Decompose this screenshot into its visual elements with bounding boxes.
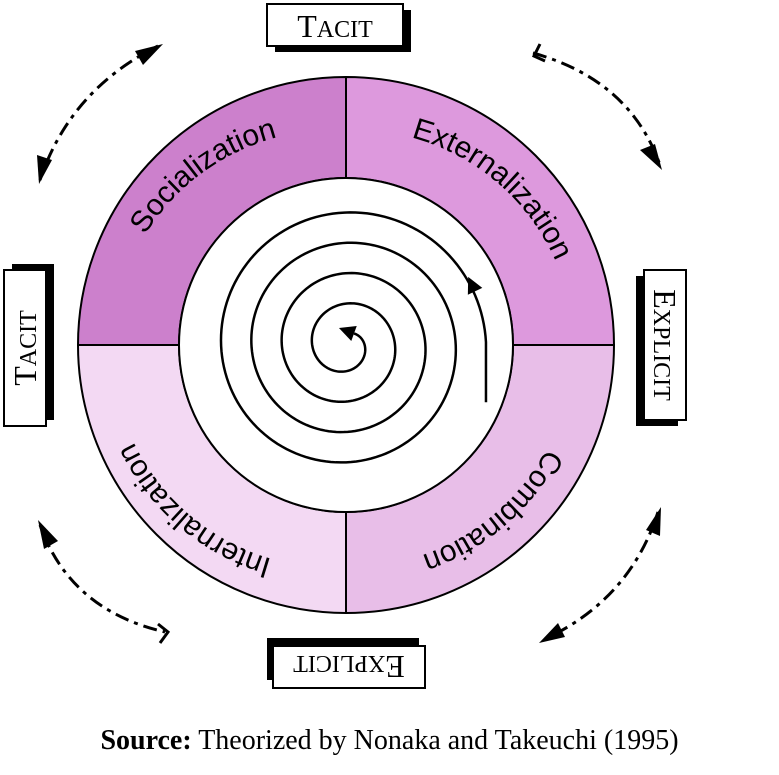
knowledge-spiral xyxy=(219,211,488,464)
spiral-center-arrowhead xyxy=(338,325,357,342)
explicit-box-bottom: EXPLICIT xyxy=(267,638,426,689)
inner-circle xyxy=(178,177,514,513)
dashed-arrow-bottom-right xyxy=(539,507,661,643)
dashed-arrow-top-left xyxy=(37,44,163,184)
tacit-box-left: TACIT xyxy=(3,264,54,427)
tacit-left-label: TACIT xyxy=(7,310,43,386)
dashed-arrow-top-right xyxy=(531,43,662,170)
tacit-top-label: TACIT xyxy=(297,8,373,44)
explicit-right-label: EXPLICIT xyxy=(647,289,683,401)
spiral-outer-arrowhead xyxy=(467,276,483,295)
quadrant-ring xyxy=(76,75,616,615)
source-text: Theorized by Nonaka and Takeuchi (1995) xyxy=(198,725,679,756)
explicit-box-right: EXPLICIT xyxy=(636,269,687,426)
seci-model-diagram: Socialization Externalization Combinatio… xyxy=(3,3,687,689)
dashed-arrow-bottom-left xyxy=(38,520,171,644)
source-caption: Source: Theorized by Nonaka and Takeuchi… xyxy=(0,725,779,757)
explicit-bottom-label: EXPLICIT xyxy=(293,649,405,685)
tacit-box-top: TACIT xyxy=(266,3,411,52)
source-label: Source: xyxy=(100,725,192,756)
